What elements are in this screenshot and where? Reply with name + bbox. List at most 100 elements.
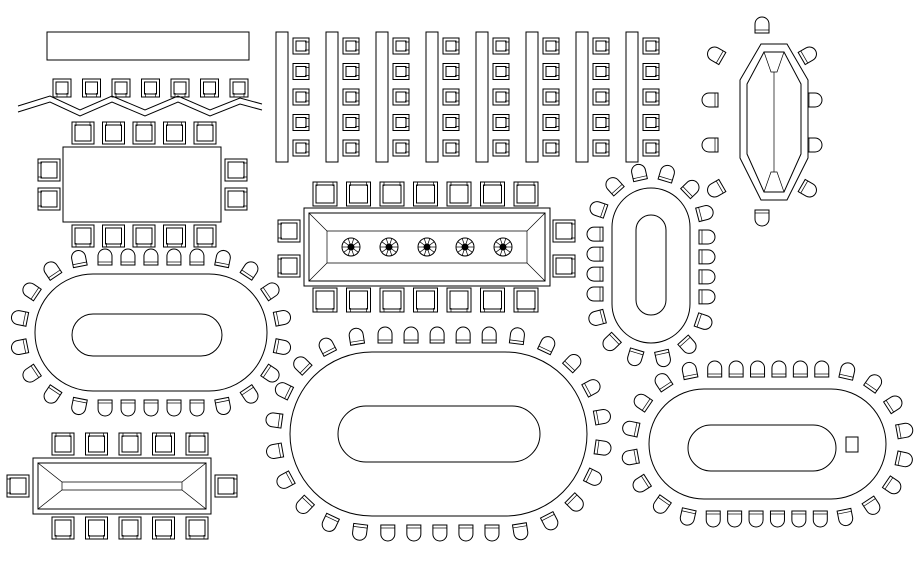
- presentation-chair-icon: [230, 79, 248, 97]
- oval-left-chair-icon: [273, 309, 291, 326]
- oval-center-chair-icon: [512, 523, 528, 541]
- presentation-chair-icon: [201, 79, 219, 97]
- chevron-desk-edge: [18, 102, 262, 116]
- oval-right-chair-icon: [630, 474, 651, 494]
- classroom-chair-icon: [643, 89, 659, 105]
- oval-center-chair-icon: [593, 408, 611, 425]
- oval-tall-inset: [636, 215, 666, 315]
- oval-tall-chair-icon: [587, 247, 603, 261]
- oval-left-chair-icon: [190, 400, 204, 416]
- classroom-chair-icon: [393, 38, 409, 54]
- classroom-chair-icon: [493, 89, 509, 105]
- boardroom-chair-icon: [164, 122, 186, 144]
- oval-center-chair-icon: [320, 513, 340, 533]
- classroom-chair-icon: [493, 115, 509, 131]
- oval-tall-chair-icon: [587, 267, 603, 281]
- oval-right-chair-icon: [772, 361, 786, 377]
- classroom-chair-icon: [643, 140, 659, 156]
- boardroom-table: [63, 147, 221, 222]
- oval-left-chair-icon: [240, 259, 261, 280]
- oval-right-chairs: [621, 361, 914, 527]
- oval-center-chair-icon: [582, 377, 603, 397]
- oval-center-chair-icon: [274, 471, 295, 491]
- classroom-desk: [526, 32, 538, 162]
- classroom-chair-icon: [293, 64, 309, 80]
- rectangle-bottom-chair-icon: [153, 433, 175, 455]
- oval-left-chair-icon: [70, 397, 87, 415]
- classroom-desk: [276, 32, 288, 162]
- oval-center-chair-icon: [459, 525, 473, 541]
- oval-tall-chair-icon: [699, 270, 715, 284]
- classroom-chair-icon: [443, 89, 459, 105]
- rectangle-bottom-chair-icon: [186, 433, 208, 455]
- rectangle-bottom-chair-icon: [186, 517, 208, 539]
- classroom-desk: [376, 32, 388, 162]
- chevron-desk: [18, 96, 262, 110]
- presentation-chair-icon: [171, 79, 189, 97]
- planter-icon: [342, 238, 360, 256]
- boardroom-chair-icon: [133, 225, 155, 247]
- classroom-desk: [426, 32, 438, 162]
- boat-chair-icon: [798, 44, 819, 64]
- classroom-chair-icon: [343, 38, 359, 54]
- rectangle-bottom-chairs: [7, 433, 237, 539]
- classroom-desk: [476, 32, 488, 162]
- oval-tall-chair-icon: [587, 309, 606, 327]
- oval-center-chair-icon: [407, 525, 421, 541]
- oval-tall-chair-icon: [630, 163, 647, 182]
- oval-right-chair-icon: [708, 361, 722, 377]
- oval-right-chair-icon: [651, 495, 672, 516]
- oval-left-chair-icon: [240, 385, 261, 406]
- classroom-chair-icon: [443, 115, 459, 131]
- rectangle-bottom-chair-icon: [52, 433, 74, 455]
- boat-chair-icon: [806, 93, 822, 107]
- oval-left-chair-icon: [144, 249, 158, 265]
- oval-center-chair-icon: [348, 327, 364, 345]
- oval-right-chair-icon: [862, 496, 883, 517]
- boat-chair-icon: [702, 138, 718, 152]
- oval-right-chair-icon: [729, 361, 743, 377]
- rectangle-bottom-chair-icon: [86, 517, 108, 539]
- boat-chair-icon: [705, 44, 726, 64]
- oval-left-chair-icon: [215, 397, 232, 415]
- boardroom-chair-icon: [194, 225, 216, 247]
- oval-left-chair-icon: [144, 400, 158, 416]
- boat-chair-icon: [798, 179, 819, 199]
- boat-chair-icon: [705, 179, 726, 199]
- presentation-chairs: [53, 79, 248, 97]
- oval-tall-chair-icon: [694, 313, 714, 331]
- boardroom-planter-chair-icon: [380, 288, 404, 312]
- oval-center-chair-icon: [381, 525, 395, 541]
- oval-left-layout: [10, 249, 292, 416]
- oval-tall-chair-icon: [655, 349, 672, 368]
- boardroom-planter-chair-icon: [481, 182, 505, 206]
- oval-right-table: [649, 389, 886, 499]
- boardroom-chair-icon: [164, 225, 186, 247]
- rectangle-bottom-chair-icon: [215, 475, 237, 497]
- oval-left-chair-icon: [261, 364, 282, 385]
- oval-right-chair-icon: [751, 361, 765, 377]
- oval-center-chair-icon: [456, 327, 470, 343]
- boardroom-chair-icon: [133, 122, 155, 144]
- oval-center-chair-icon: [317, 336, 337, 357]
- oval-tall-chair-icon: [587, 227, 603, 241]
- oval-right-chair-icon: [749, 511, 763, 527]
- oval-tall-chair-icon: [681, 178, 702, 199]
- boardroom-chair-icon: [225, 159, 247, 181]
- oval-tall-chair-icon: [699, 230, 715, 244]
- boardroom-planter-chair-icon: [313, 182, 337, 206]
- oval-tall-chair-icon: [626, 348, 644, 367]
- oval-left-chair-icon: [10, 339, 28, 356]
- classroom-desk: [626, 32, 638, 162]
- oval-right-chair-icon: [679, 508, 696, 527]
- boardroom-planter-chair-icon: [553, 220, 575, 242]
- oval-left-chair-icon: [70, 249, 87, 267]
- planter-icon: [494, 238, 512, 256]
- oval-center-chair-icon: [430, 327, 444, 343]
- oval-right-chair-icon: [815, 361, 829, 377]
- boat-table-center: [764, 52, 784, 192]
- classroom-chair-icon: [543, 38, 559, 54]
- oval-tall-chair-icon: [658, 164, 676, 183]
- oval-tall-chair-icon: [678, 335, 699, 356]
- boardroom-chair-icon: [225, 188, 247, 210]
